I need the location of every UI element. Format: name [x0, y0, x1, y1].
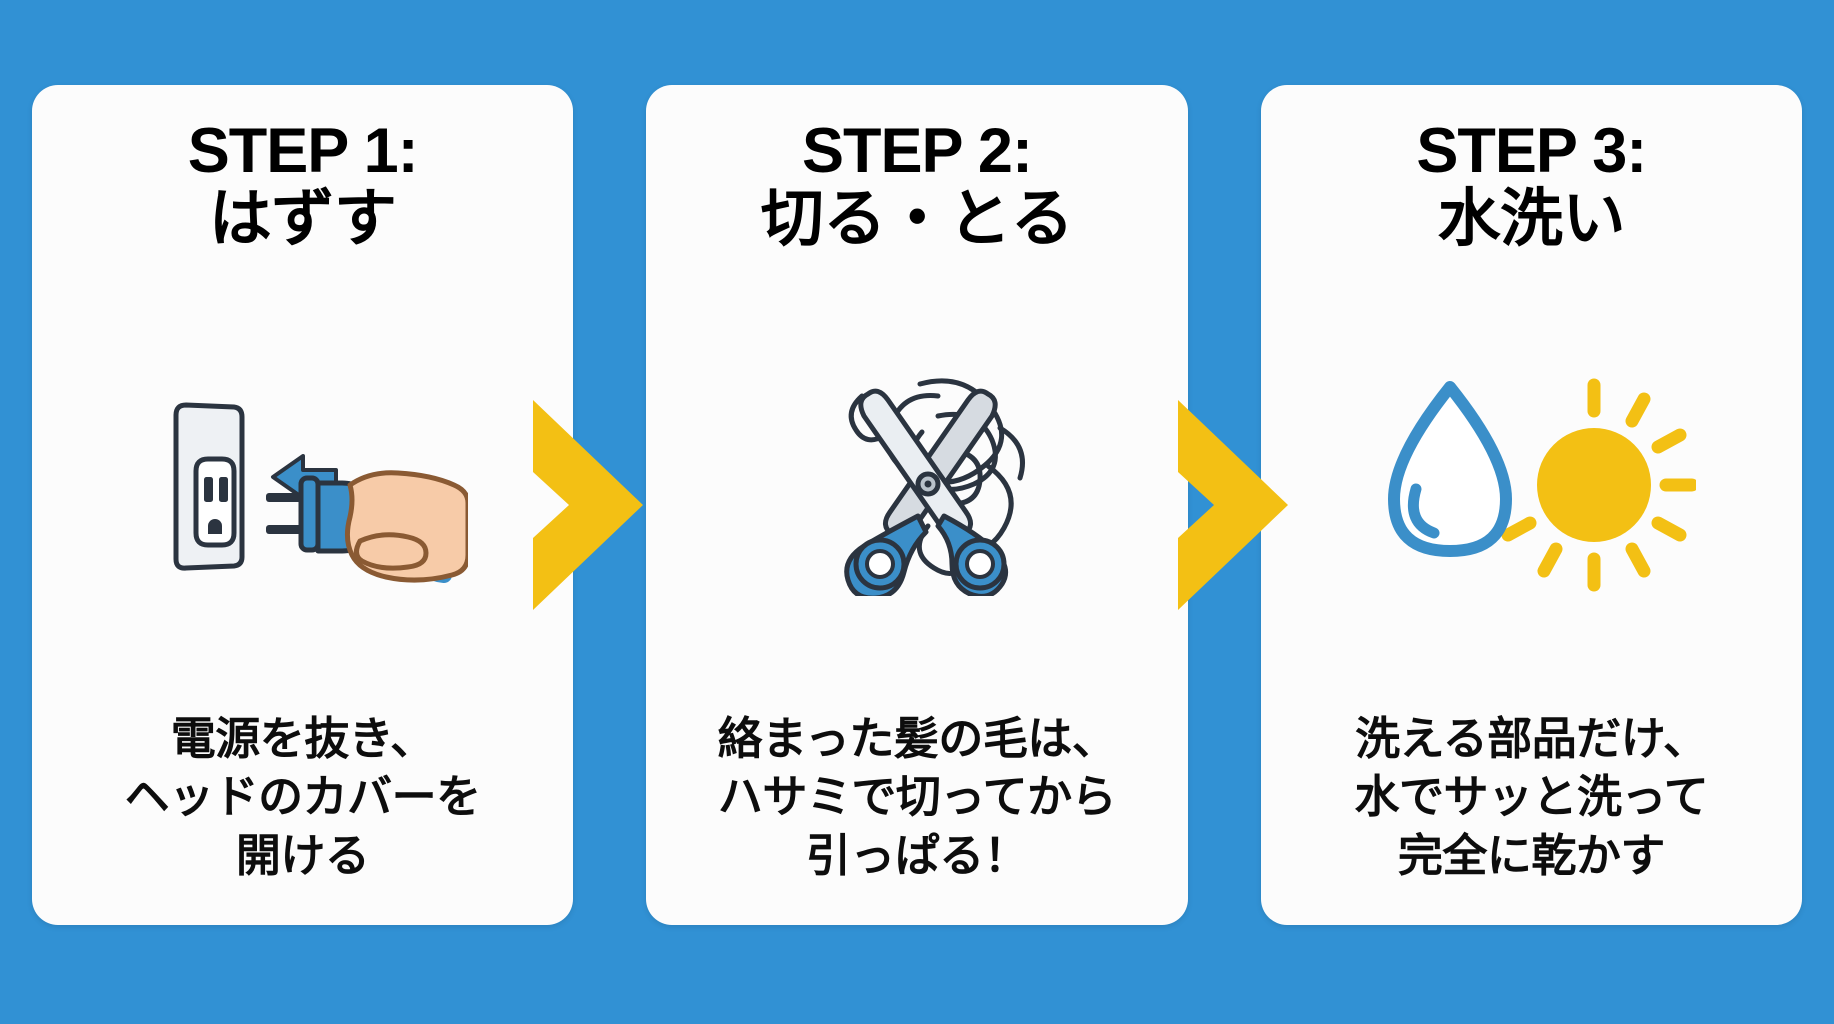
sun-rays — [1501, 378, 1697, 592]
step-title-jp-1: はずす — [208, 183, 397, 254]
step-card-2: STEP 2: 切る・とる — [646, 85, 1188, 925]
step-art-3 — [1271, 252, 1792, 709]
steps-container: STEP 1: はずす — [32, 85, 1802, 925]
step-title-en-3: STEP 3: — [1416, 116, 1647, 186]
step-caption-2-line-3: 引っぱる！ — [805, 829, 1029, 881]
step-title-3: STEP 3: 水洗い — [1416, 116, 1647, 254]
step-art-1 — [42, 252, 563, 709]
step-card-1: STEP 1: はずす — [32, 85, 574, 925]
step-caption-3-line-1: 洗える部品だけ、 — [1355, 712, 1708, 764]
step-caption-1-line-3: 開ける — [235, 829, 370, 881]
step-title-jp-3: 水洗い — [1437, 183, 1626, 254]
step-title-en-2: STEP 2: — [802, 116, 1033, 186]
step-caption-3-line-2: 水でサッと洗って — [1354, 771, 1709, 822]
scissors-tangled-hair-icon — [844, 378, 1025, 596]
water-drop-shape — [1388, 381, 1513, 558]
step-title-2: STEP 2: 切る・とる — [760, 116, 1074, 254]
step-caption-2: 絡まった髪の毛は、 ハサミで切ってから 引っぱる！ — [718, 710, 1117, 904]
sun-disc — [1537, 428, 1652, 543]
step-card-3: STEP 3: 水洗い — [1260, 85, 1802, 925]
step-title-1: STEP 1: はずす — [187, 116, 419, 254]
water-drop-sun-icon — [1388, 378, 1697, 592]
outlet-plug-hand-icon — [173, 402, 468, 584]
step-caption-1: 電源を抜き、 ヘッドのカバーを 開ける — [124, 710, 482, 904]
step-title-jp-2: 切る・とる — [760, 183, 1074, 254]
step-caption-3-line-3: 完全に乾かす — [1397, 829, 1666, 881]
step-caption-2-line-1: 絡まった髪の毛は、 — [717, 712, 1117, 764]
step-art-2 — [656, 252, 1177, 709]
step-title-en-1: STEP 1: — [187, 116, 419, 186]
step-caption-1-line-1: 電源を抜き、 — [170, 712, 435, 764]
step-caption-1-line-2: ヘッドのカバーを — [124, 771, 482, 822]
step-caption-2-line-2: ハサミで切ってから — [717, 771, 1117, 822]
step-caption-3: 洗える部品だけ、 水でサッと洗って 完全に乾かす — [1354, 710, 1708, 904]
